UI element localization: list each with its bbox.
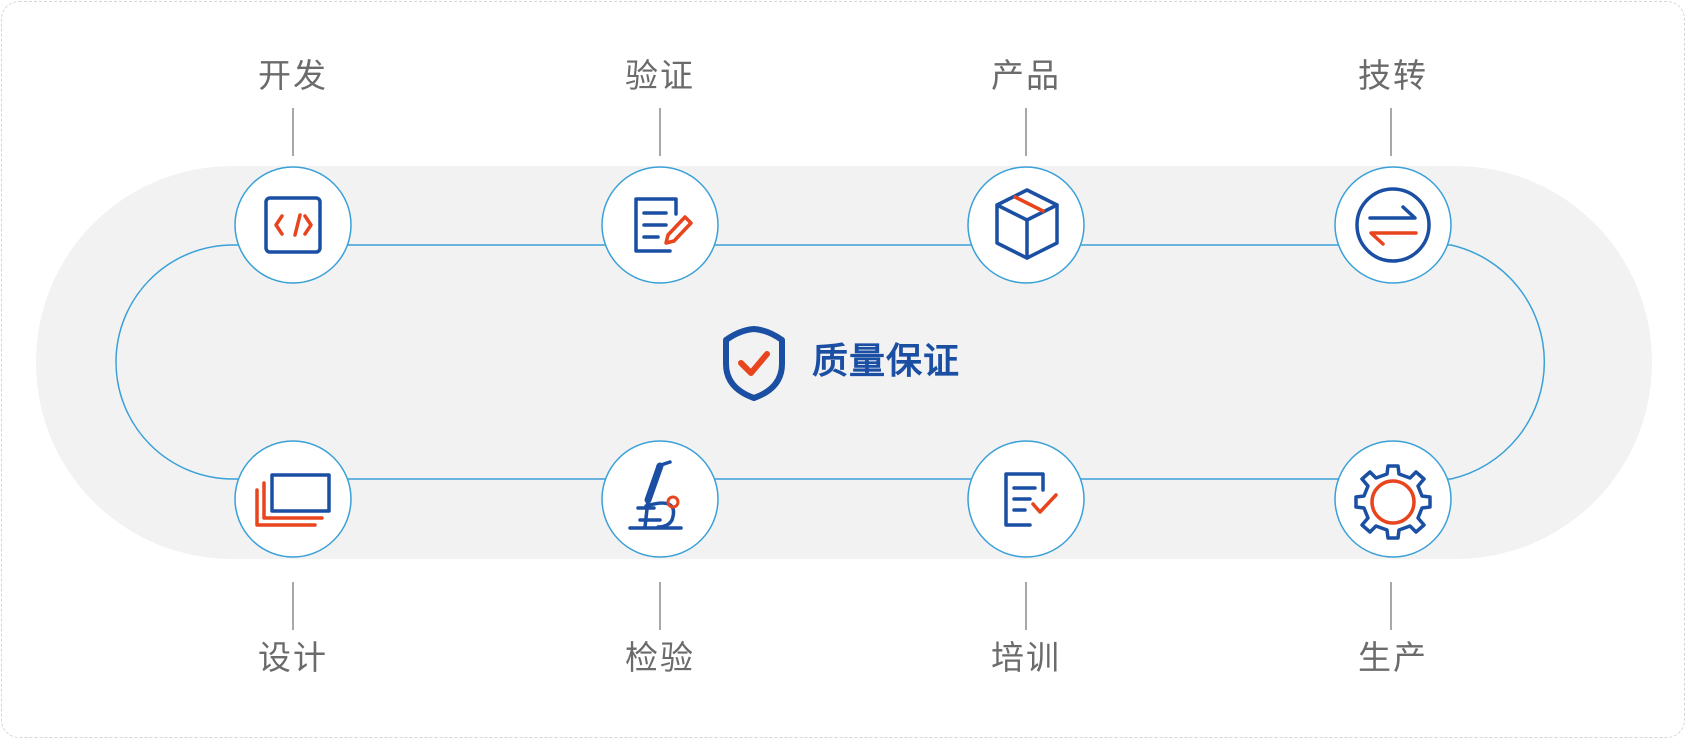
step-label-yanzheng: 验证 xyxy=(625,56,695,95)
gear-icon xyxy=(1354,464,1432,540)
transfer-arrows-icon xyxy=(1355,187,1431,263)
step-label-peixun: 培训 xyxy=(991,638,1061,677)
step-label-jianyan: 检验 xyxy=(625,638,695,677)
label-connectors xyxy=(292,108,1392,630)
node-jizhuan xyxy=(1334,166,1452,284)
microscope-icon xyxy=(628,460,683,530)
code-icon xyxy=(264,196,322,254)
step-label-jizhuan: 技转 xyxy=(1358,56,1428,95)
node-jianyan xyxy=(601,440,719,558)
checklist-icon xyxy=(1004,472,1058,527)
step-label-kaifa: 开发 xyxy=(258,56,328,95)
box-icon xyxy=(995,188,1059,260)
center-title: 质量保证 xyxy=(812,341,961,382)
step-label-shengchan: 生产 xyxy=(1358,638,1428,677)
layers-window-icon xyxy=(255,473,331,527)
shield-check-icon xyxy=(723,326,785,401)
document-edit-icon xyxy=(634,197,693,253)
step-label-chanpin: 产品 xyxy=(991,56,1061,95)
step-label-sheji: 设计 xyxy=(258,638,328,677)
node-sheji xyxy=(234,440,352,558)
node-kaifa xyxy=(234,166,352,284)
process-loop-line xyxy=(115,244,1546,480)
